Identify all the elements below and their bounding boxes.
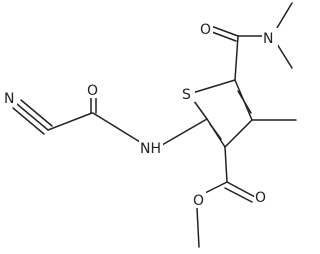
bond-ring-c4-c4-inner (237, 90, 252, 114)
atom-o-ester-single: O (193, 193, 204, 209)
bond-ch2-carbonyl (47, 112, 93, 131)
atom-s-thiophene: S (182, 87, 191, 103)
bond-nh-ring (161, 118, 208, 146)
bond-ring-carbonyl-right (234, 35, 239, 81)
atom-labels: N O NH S O N O O (3, 19, 278, 209)
atom-n-dimethyl: N (263, 31, 273, 47)
bond-n-methyl-up (276, 2, 293, 29)
bonds (12, 2, 297, 248)
atom-nh-amide: NH (140, 141, 161, 157)
atom-o-amide-right: O (200, 22, 211, 38)
bond-ester-co-b (224, 187, 253, 203)
bond-ester-methyl (196, 207, 200, 248)
bond-amide-right-co-b (211, 31, 237, 42)
bond-carbonyl-nh (92, 112, 141, 143)
bond-nitrile-triple-a (16, 103, 49, 131)
bond-ester-co-single (204, 181, 228, 194)
bond-ring-ester (224, 146, 228, 183)
bond-nitrile-triple-b (20, 99, 53, 127)
bond-ring-s-c5 (188, 79, 236, 95)
bond-ester-co-a (226, 181, 256, 198)
atom-o-ester-carbonyl: O (255, 190, 266, 206)
bond-ring-c3-c2-inner (209, 123, 222, 140)
bond-amide-right-co-a (210, 25, 239, 37)
bond-n-methyl-down (276, 43, 293, 69)
bond-ring-c4-c3 (224, 119, 253, 148)
atom-o-amide-left: O (87, 83, 98, 99)
atom-n-nitrile: N (4, 91, 14, 107)
molecule-structure-diagram: N O NH S O N O O (3, 2, 297, 248)
bond-nitrile-triple-c (12, 107, 45, 135)
